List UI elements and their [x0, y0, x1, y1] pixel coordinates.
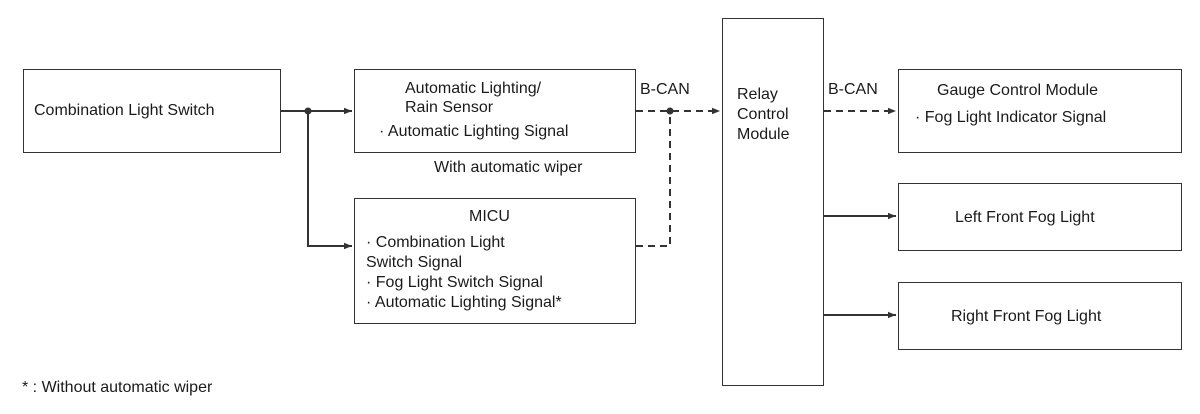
micu-signal-3: · Automatic Lighting Signal* [366, 294, 562, 311]
junction-dot-bcan [666, 107, 674, 115]
gauge-control-module-block: Gauge Control Module · Fog Light Indicat… [898, 69, 1182, 153]
rain-sensor-title-line1: Automatic Lighting/ [405, 80, 542, 97]
micu-signal-2: · Fog Light Switch Signal [366, 274, 543, 291]
gauge-control-module-signal: · Fog Light Indicator Signal [915, 109, 1107, 126]
relay-control-module-line1: Relay [737, 86, 778, 103]
micu-block: MICU · Combination Light Switch Signal ·… [354, 198, 636, 324]
micu-signal-1-line2: Switch Signal [366, 254, 463, 271]
junction-dot-left [304, 107, 312, 115]
right-front-fog-light-block: Right Front Fog Light [898, 282, 1182, 350]
with-automatic-wiper-note: With automatic wiper [434, 159, 583, 176]
gauge-control-module-title: Gauge Control Module [937, 82, 1098, 99]
combination-light-switch-block: Combination Light Switch [23, 69, 281, 153]
bcan-micu-to-junction [636, 111, 671, 247]
footnote: * : Without automatic wiper [22, 379, 213, 396]
bcan-label-right: B-CAN [828, 81, 878, 98]
relay-control-module-line2: Control [737, 106, 789, 123]
left-front-fog-light-block: Left Front Fog Light [898, 183, 1182, 251]
relay-control-module-line3: Module [737, 126, 790, 143]
left-front-fog-light-label: Left Front Fog Light [955, 209, 1095, 226]
combination-light-switch-label: Combination Light Switch [34, 102, 215, 119]
rain-sensor-title-line2: Rain Sensor [405, 99, 494, 116]
right-front-fog-light-label: Right Front Fog Light [951, 308, 1102, 325]
micu-signal-1-line1: · Combination Light [366, 234, 505, 251]
rain-sensor-signal: · Automatic Lighting Signal [379, 123, 569, 140]
wire-switch-to-micu [307, 111, 352, 250]
rain-sensor-block: Automatic Lighting/ Rain Sensor · Automa… [354, 69, 636, 153]
relay-control-module-block: Relay Control Module [722, 18, 824, 386]
bcan-label-left: B-CAN [640, 81, 690, 98]
micu-title: MICU [469, 208, 510, 225]
